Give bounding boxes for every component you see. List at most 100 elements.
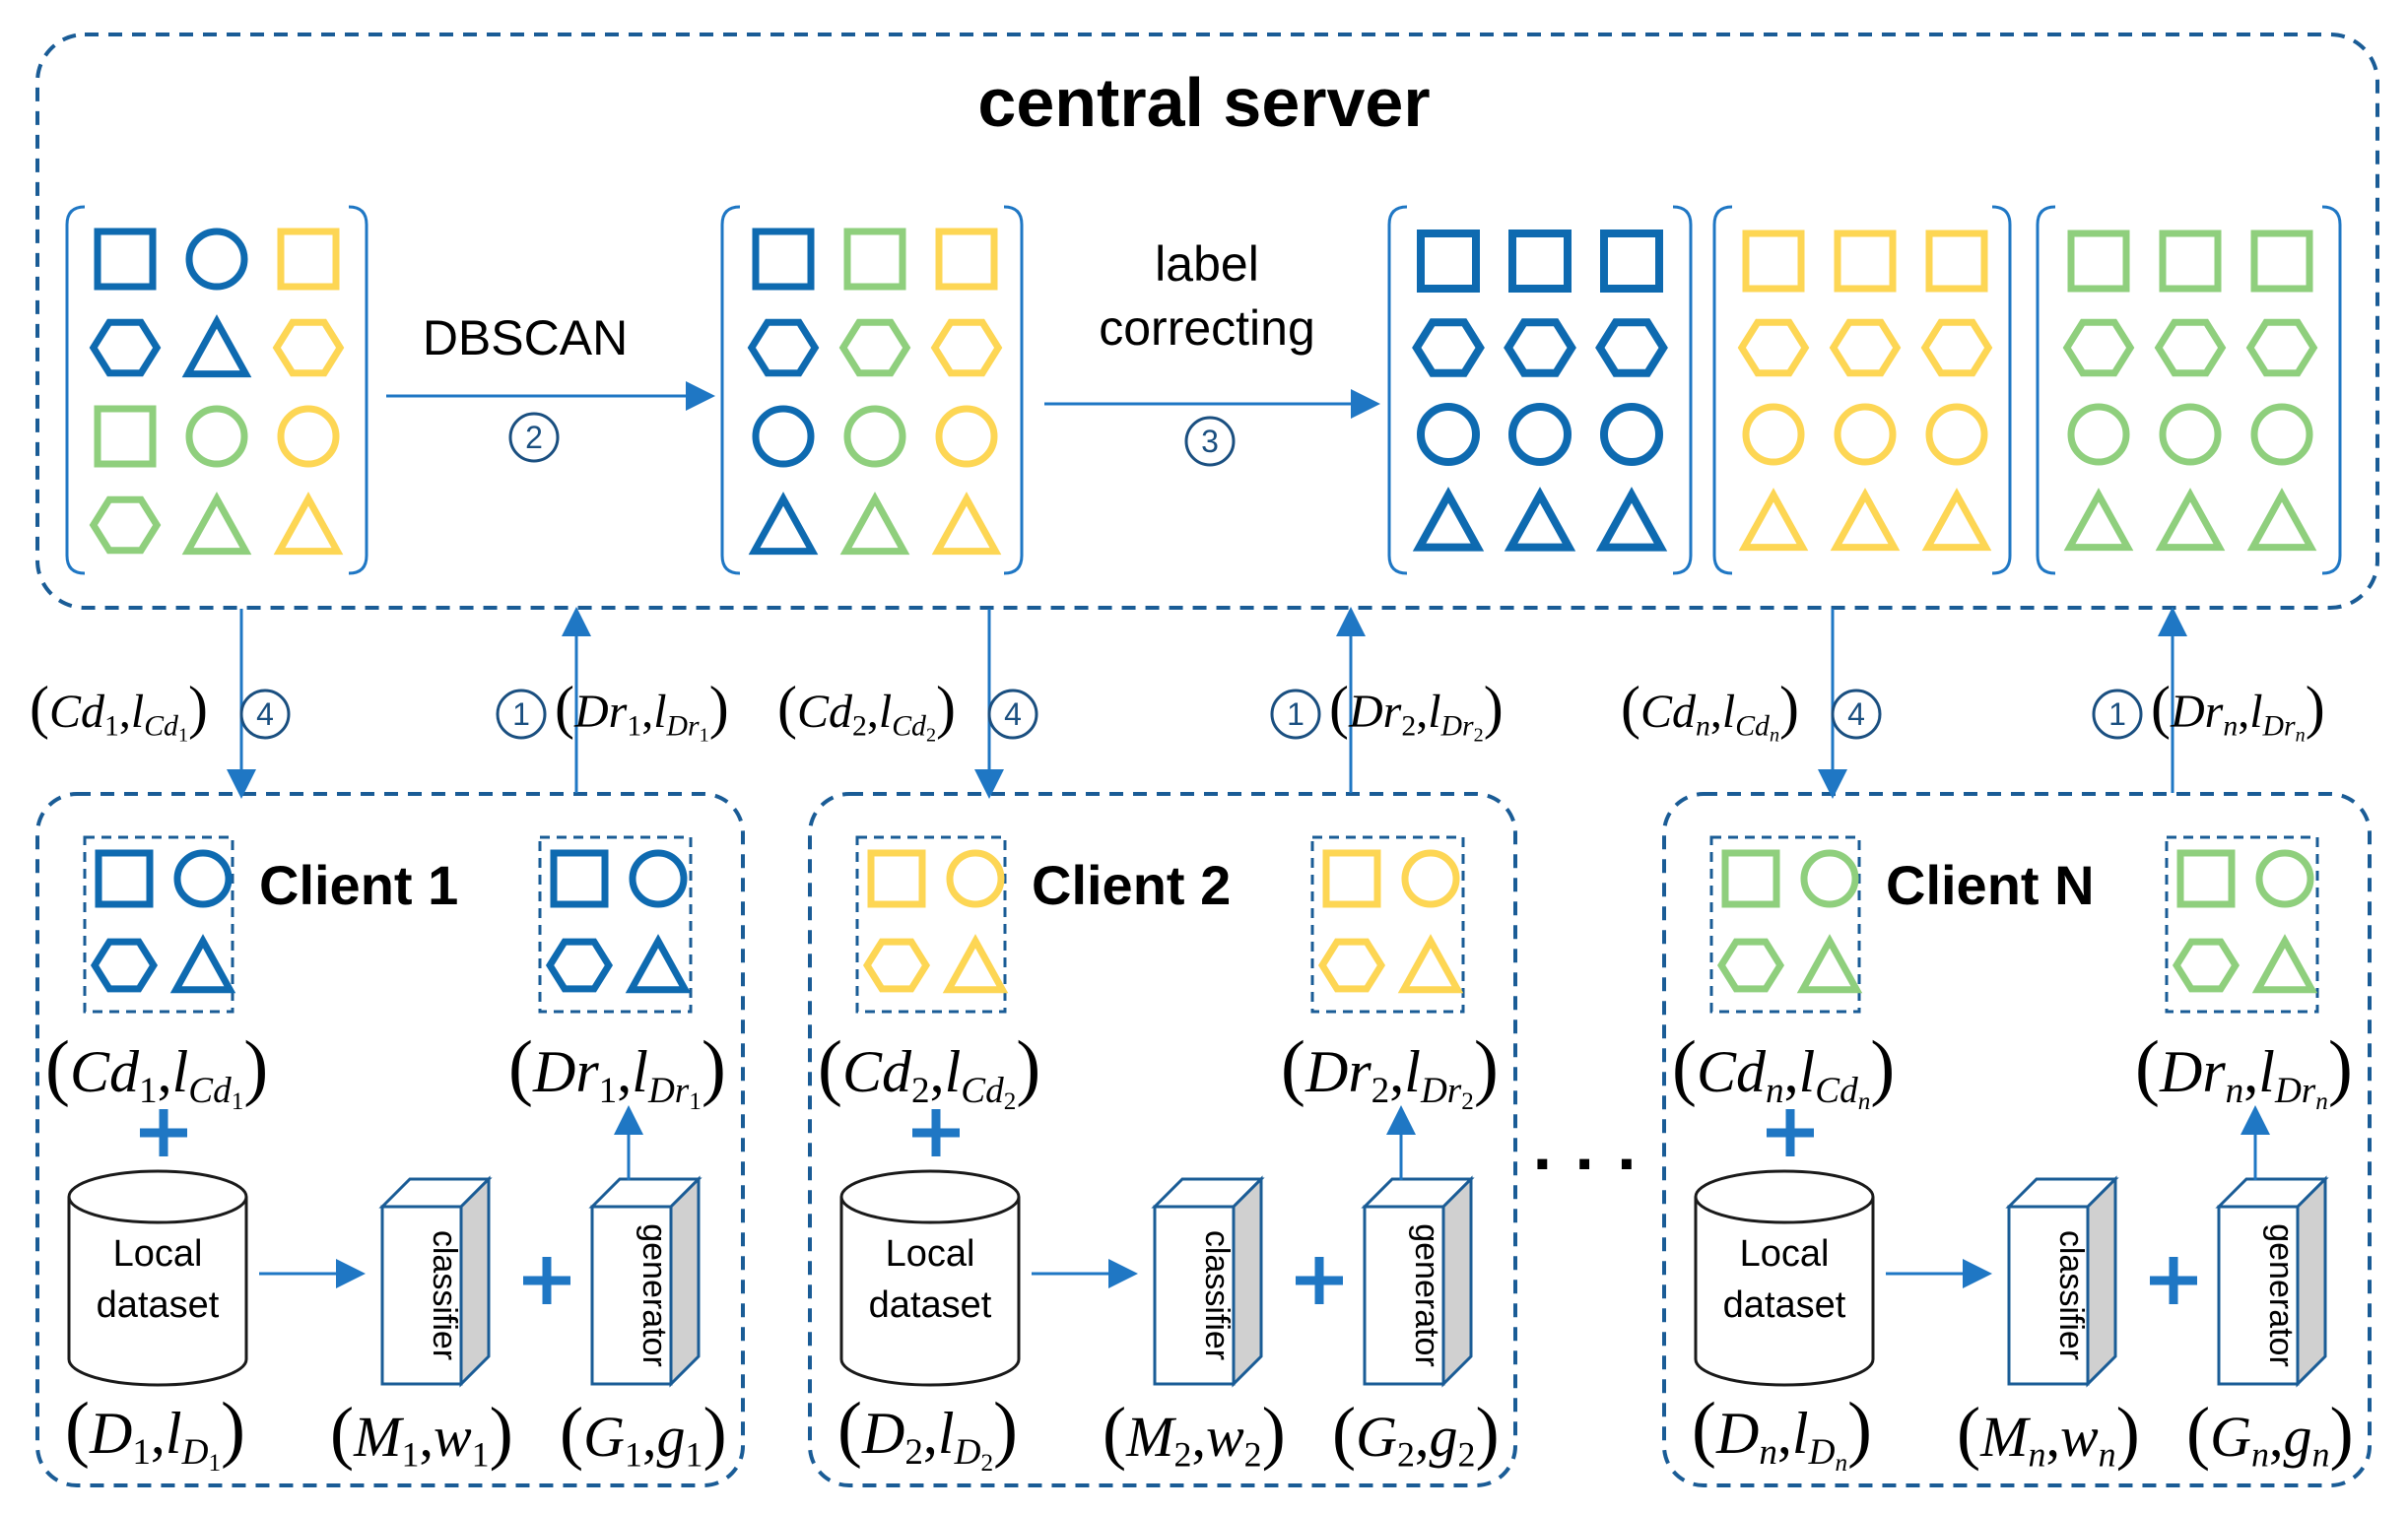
step-number: 1 [1287, 696, 1304, 732]
box-face [1153, 1205, 1236, 1386]
client-title-2: Client 2 [1032, 854, 1231, 916]
green-triangle-icon [2063, 488, 2134, 552]
central-server-title: central server [977, 64, 1430, 141]
blue-triangle-icon [625, 934, 692, 994]
upload-tuple-1-text: (Dr1,lDr1) [555, 675, 729, 746]
blue-triangle-icon [169, 934, 236, 994]
upload-tuple-1: (Dr1,lDr1) [555, 675, 729, 746]
step-4-marker-3: 4 [1831, 689, 1882, 740]
panel-bracket-right [1991, 205, 2012, 575]
yellow-hexagon-icon [1737, 318, 1810, 377]
local-dataset-cylinder-2 [839, 1169, 1021, 1387]
corrected-tuple-1-text: (Cd1,lCd1) [45, 1026, 268, 1115]
panel-bracket-right [1672, 205, 1693, 575]
corrected-tuple-3: (Cdn,lCdn) [1672, 1026, 1895, 1115]
green-triangle-icon [1796, 934, 1863, 994]
step-circle [508, 412, 560, 463]
box-side [1232, 1175, 1263, 1388]
green-triangle-icon [2251, 934, 2318, 994]
panel-bracket-right [1003, 205, 1024, 575]
client-frame-2 [808, 792, 1517, 1487]
step-number: 3 [1201, 424, 1219, 459]
yellow-circle-icon [935, 405, 998, 468]
corrected-tuple-3-text: (Cdn,lCdn) [1672, 1026, 1895, 1115]
corrected-yellow-panel [1712, 205, 2012, 575]
green-circle-icon [185, 405, 248, 468]
corrected-data-box-1 [83, 835, 234, 1014]
cylinder-body [67, 1197, 248, 1387]
blue-hexagon-icon [545, 938, 614, 993]
client-frame-3 [1662, 792, 2372, 1487]
generated-data-box-3 [2165, 835, 2319, 1014]
classifier-box-3-label: classifier [2052, 1230, 2090, 1360]
blue-circle-icon [173, 849, 233, 908]
dbscan-label: DBSCAN [423, 310, 628, 365]
yellow-hexagon-icon [1829, 318, 1902, 377]
classifier-tuple-2-text: (M2,w2) [1103, 1392, 1286, 1474]
yellow-circle-icon [1834, 403, 1897, 466]
yellow-circle-icon [946, 849, 1005, 908]
classifier-box-2: classifier [1151, 1175, 1265, 1388]
step-3-marker: 3 [1184, 416, 1236, 467]
blue-triangle-icon [181, 314, 252, 378]
client-title-3: Client N [1886, 854, 2095, 916]
generated-data-box-1 [538, 835, 693, 1014]
upload-tuple-3-text: (Drn,lDrn) [2151, 675, 2325, 746]
yellow-triangle-icon [931, 492, 1002, 556]
yellow-hexagon-icon [1317, 938, 1386, 993]
step-4-marker-2: 4 [987, 689, 1038, 740]
clustered-data-panel [720, 205, 1024, 575]
blue-square-icon [94, 228, 157, 291]
generator-tuple-1: (G1,g1) [560, 1392, 727, 1474]
generated-tuple-2: (Dr2,lDr2) [1281, 1026, 1499, 1115]
box-side [669, 1175, 701, 1388]
yellow-square-icon [1925, 230, 1988, 293]
download-tuple-1: (Cd1,lCd1) [30, 675, 208, 746]
raw-data-panel [65, 205, 368, 575]
green-circle-icon [843, 405, 906, 468]
classifier-box-3: classifier [2005, 1175, 2119, 1388]
blue-square-icon [1417, 230, 1480, 293]
yellow-triangle-icon [942, 934, 1009, 994]
panel-bracket-left [1387, 205, 1408, 575]
label-correcting-line2: correcting [1099, 300, 1315, 356]
cylinder-top [67, 1169, 248, 1224]
yellow-circle-icon [277, 405, 340, 468]
box-face [590, 1205, 673, 1386]
local-dataset-cylinder-3 [1694, 1169, 1875, 1387]
green-square-icon [2159, 230, 2222, 293]
green-square-icon [1721, 849, 1780, 908]
blue-hexagon-icon [747, 318, 820, 377]
step-number: 4 [1847, 696, 1865, 732]
yellow-hexagon-icon [1920, 318, 1993, 377]
step-circle [2092, 689, 2143, 740]
blue-circle-icon [1600, 403, 1663, 466]
green-hexagon-icon [2245, 318, 2318, 377]
generator-box-2: generator [1361, 1175, 1475, 1388]
blue-hexagon-icon [1504, 318, 1576, 377]
yellow-circle-icon [1401, 849, 1460, 908]
step-circle [239, 689, 291, 740]
yellow-circle-icon [1925, 403, 1988, 466]
generator-tuple-1-text: (G1,g1) [560, 1392, 727, 1474]
blue-square-icon [1508, 230, 1572, 293]
local-dataset-label-2: dataset [97, 1284, 220, 1326]
corrected-data-box-2 [855, 835, 1007, 1014]
blue-triangle-icon [1504, 487, 1576, 552]
corrected-tuple-1: (Cd1,lCd1) [45, 1026, 268, 1115]
box-face [2007, 1205, 2090, 1386]
central-server-frame [35, 33, 2379, 610]
blue-hexagon-icon [90, 938, 159, 993]
download-tuple-3-text: (Cdn,lCdn) [1621, 675, 1799, 746]
generator-box-2-label: generator [1408, 1223, 1445, 1367]
cylinder-body [839, 1197, 1021, 1387]
green-square-icon [2250, 230, 2313, 293]
box-face [2217, 1205, 2300, 1386]
yellow-triangle-icon [273, 492, 344, 556]
green-triangle-icon [2155, 488, 2226, 552]
yellow-triangle-icon [1830, 488, 1901, 552]
green-triangle-icon [839, 492, 910, 556]
step-2-marker: 2 [508, 412, 560, 463]
